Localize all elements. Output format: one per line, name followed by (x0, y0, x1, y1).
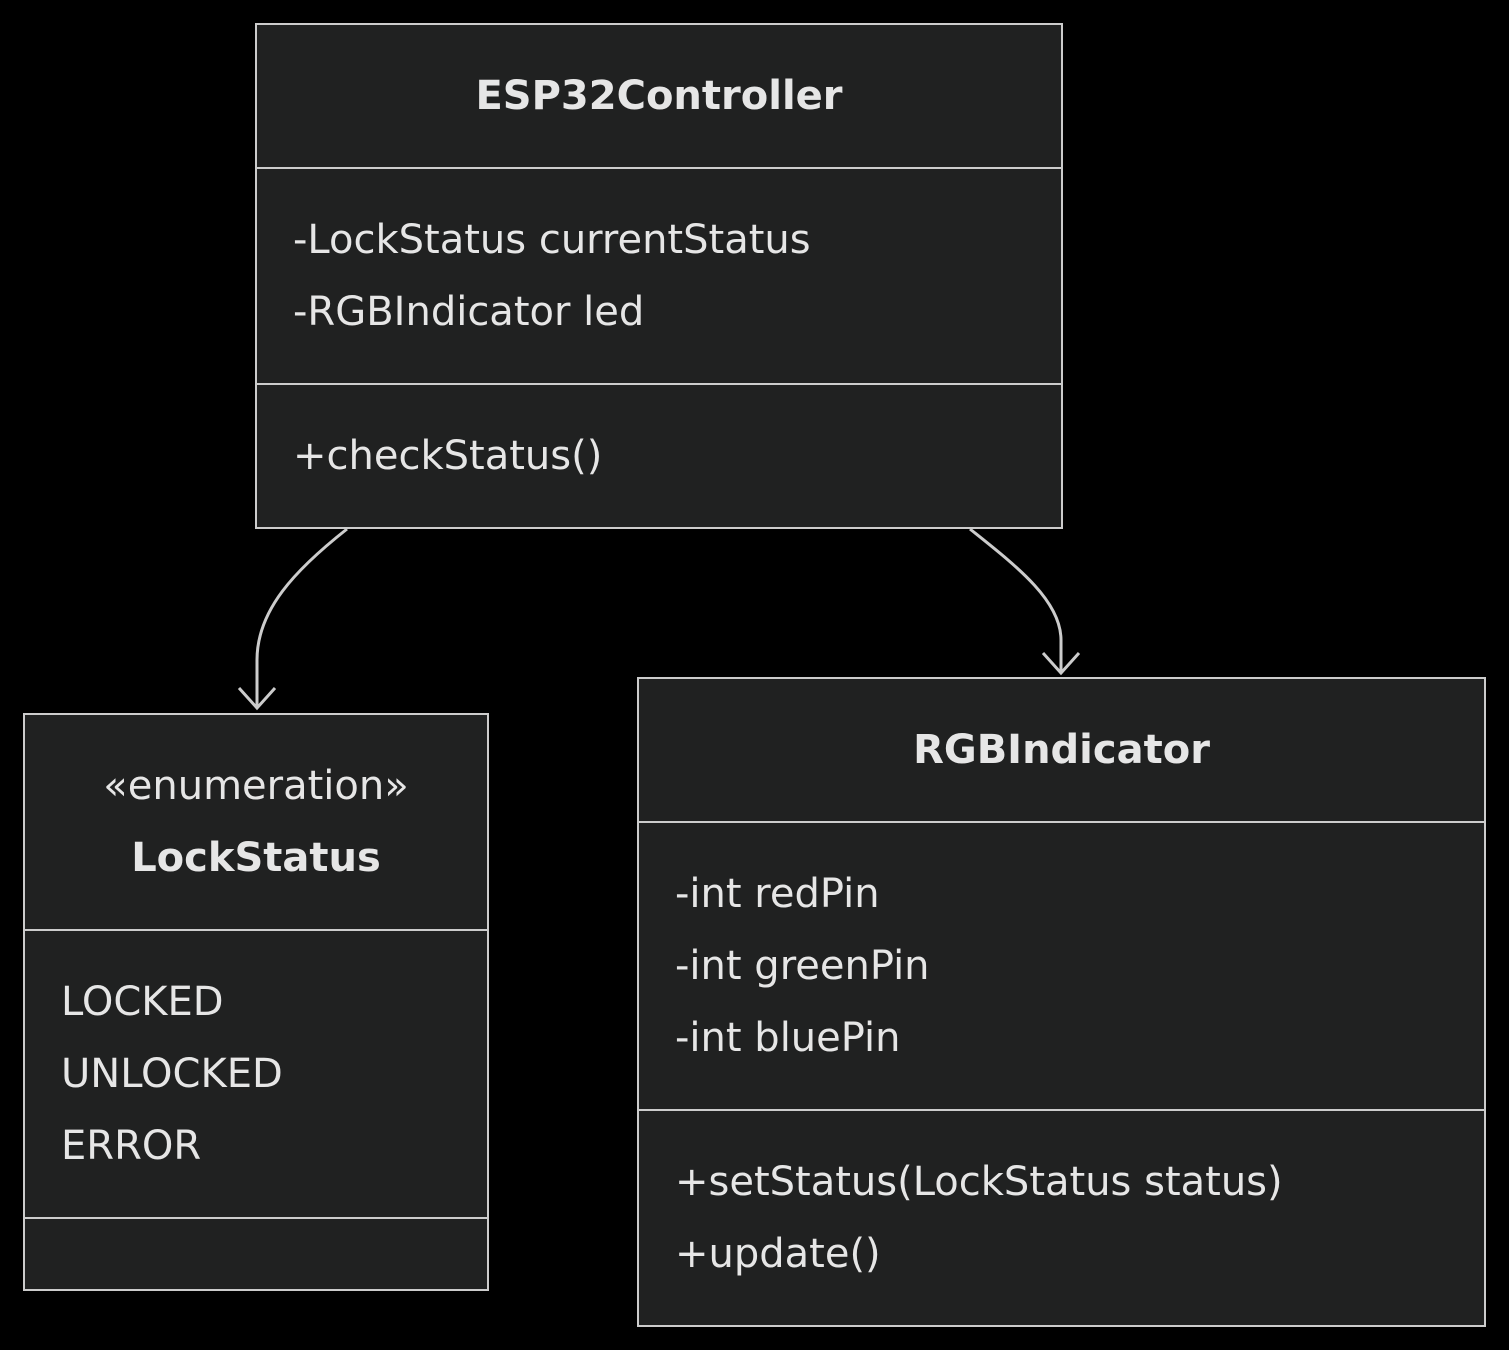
divider (257, 383, 1061, 385)
enum-value-item: ERROR (61, 1123, 202, 1169)
enum-value-item: LOCKED (61, 979, 224, 1025)
attribute-item: -RGBIndicator led (293, 289, 645, 335)
divider (639, 1109, 1484, 1111)
method-item: +update() (675, 1231, 881, 1277)
class-name: RGBIndicator (913, 727, 1210, 773)
divider (639, 821, 1484, 823)
class-name: ESP32Controller (475, 73, 843, 119)
divider (25, 1217, 487, 1219)
edge-esp32-to-rgbindicator (969, 527, 1063, 673)
class-rgbindicator[interactable]: RGBIndicator -int redPin -int greenPin -… (637, 677, 1486, 1327)
method-item: +setStatus(LockStatus status) (675, 1159, 1283, 1205)
class-name: LockStatus (131, 835, 381, 881)
arrowhead-lockstatus-icon (237, 686, 277, 711)
attribute-item: -int redPin (675, 871, 880, 917)
stereotype-label: «enumeration» (103, 763, 409, 809)
class-lockstatus[interactable]: «enumeration» LockStatus LOCKED UNLOCKED… (23, 713, 489, 1291)
enum-value-item: UNLOCKED (61, 1051, 283, 1097)
divider (257, 167, 1061, 169)
attribute-item: -int greenPin (675, 943, 930, 989)
divider (25, 929, 487, 931)
class-esp32controller[interactable]: ESP32Controller -LockStatus currentStatu… (255, 23, 1063, 529)
attribute-item: -int bluePin (675, 1015, 901, 1061)
arrowhead-rgbindicator-icon (1041, 651, 1081, 676)
edge-esp32-to-lockstatus (255, 527, 348, 708)
attribute-item: -LockStatus currentStatus (293, 217, 811, 263)
method-item: +checkStatus() (293, 433, 603, 479)
